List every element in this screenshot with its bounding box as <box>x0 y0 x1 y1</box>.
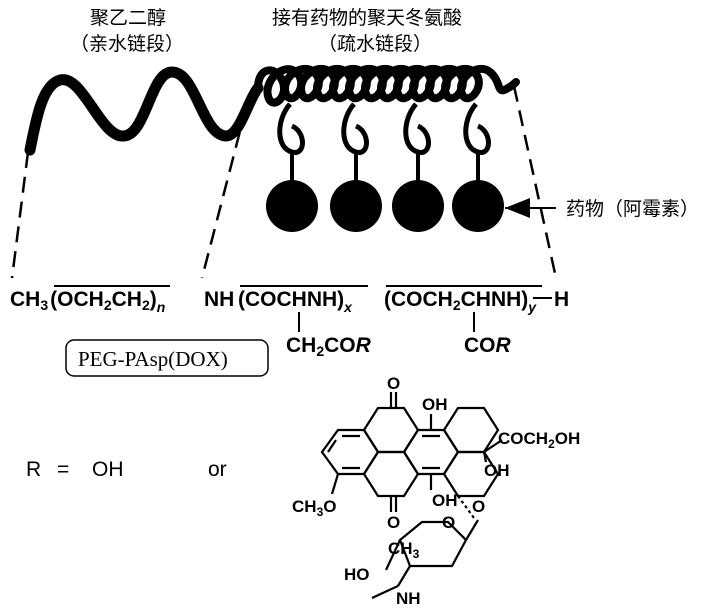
pasp-title: 接有药物的聚天冬氨酸 <box>272 7 462 29</box>
doxorubicin-structure <box>320 392 503 599</box>
peg-subtitle: （亲水链段） <box>70 33 184 55</box>
drug-pendant-3 <box>392 102 444 232</box>
svg-text:NH: NH <box>204 288 234 311</box>
pasp-helix <box>254 64 520 107</box>
drug-pendant-2 <box>330 102 382 232</box>
svg-text:(COCH2CHNH)y: (COCH2CHNH)y <box>384 288 537 315</box>
svg-text:O: O <box>387 513 400 532</box>
svg-text:CH3: CH3 <box>388 539 420 561</box>
r-symbol: R <box>26 458 41 481</box>
drug-pendant-1 <box>266 102 318 232</box>
svg-text:CH3O: CH3O <box>292 497 336 519</box>
doxorubicin-atoms: O OH COCH2OH OH O CH3O OH O O CH3 HO NH <box>292 374 580 608</box>
polymer-name-box <box>65 339 269 377</box>
svg-text:(COCHNH)x: (COCHNH)x <box>238 288 353 315</box>
svg-text:CH2COR: CH2COR <box>286 334 372 359</box>
pasp-subtitle: （疏水链段） <box>318 33 432 55</box>
drug-arrow <box>505 198 556 218</box>
svg-text:CH3(OCH2CH2)n: CH3(OCH2CH2)n <box>10 288 165 315</box>
dashed-guides <box>10 85 558 279</box>
peg-title: 聚乙二醇 <box>90 7 166 29</box>
peg-chain <box>24 66 264 156</box>
drug-label: 药物（阿霉素） <box>566 198 699 220</box>
svg-text:HO: HO <box>344 565 370 584</box>
svg-text:O: O <box>472 497 485 516</box>
oh-group: OH <box>92 458 124 481</box>
svg-text:O: O <box>442 513 455 532</box>
svg-text:H: H <box>554 288 569 311</box>
svg-text:COCH2OH: COCH2OH <box>498 429 580 451</box>
svg-text:O: O <box>387 374 400 393</box>
svg-text:OH: OH <box>422 395 448 414</box>
svg-text:COR: COR <box>464 334 512 357</box>
svg-text:OH: OH <box>484 461 510 480</box>
polymer-formula: CH3(OCH2CH2)n NH (COCHNH)x (COCH2CHNH)y … <box>10 285 569 359</box>
polymer-name: PEG-PAsp(DOX) <box>78 347 228 371</box>
drug-pendant-4 <box>452 102 504 232</box>
or-word: or <box>208 458 227 481</box>
svg-text:OH: OH <box>432 491 458 510</box>
svg-text:NH: NH <box>396 589 421 608</box>
equals-sign: = <box>57 458 69 481</box>
